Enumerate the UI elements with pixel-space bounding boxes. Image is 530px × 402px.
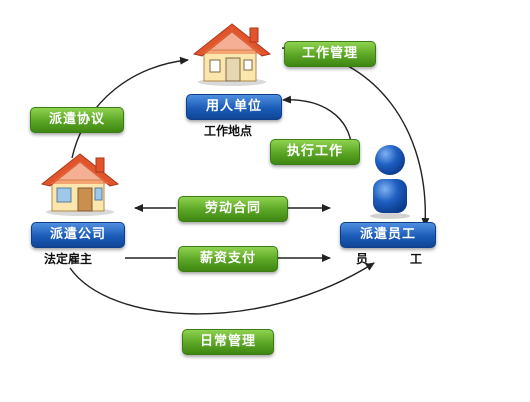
arrow-daily-management [69,262,375,315]
dispatch-agreement-label: 派遣协议 [30,107,124,133]
daily-management-label: 日常管理 [182,329,274,355]
labor-contract-label: 劳动合同 [178,196,288,222]
salary-payment-label: 薪资支付 [178,246,278,272]
employer-label: 用人单位 [186,94,282,120]
employee-sublabel: 员 工 [356,252,429,266]
employer-sublabel: 工作地点 [204,124,253,138]
employer-house-icon [192,23,272,86]
arrow-dispatch-agreement [71,56,189,159]
employee-label: 派遣员工 [340,222,436,248]
work-management-label: 工作管理 [284,41,376,67]
agency-label: 派遣公司 [31,222,125,248]
agency-house-icon [40,153,120,216]
employee-person-icon [370,145,410,219]
execute-work-label: 执行工作 [270,139,360,165]
agency-sublabel: 法定雇主 [44,252,93,266]
